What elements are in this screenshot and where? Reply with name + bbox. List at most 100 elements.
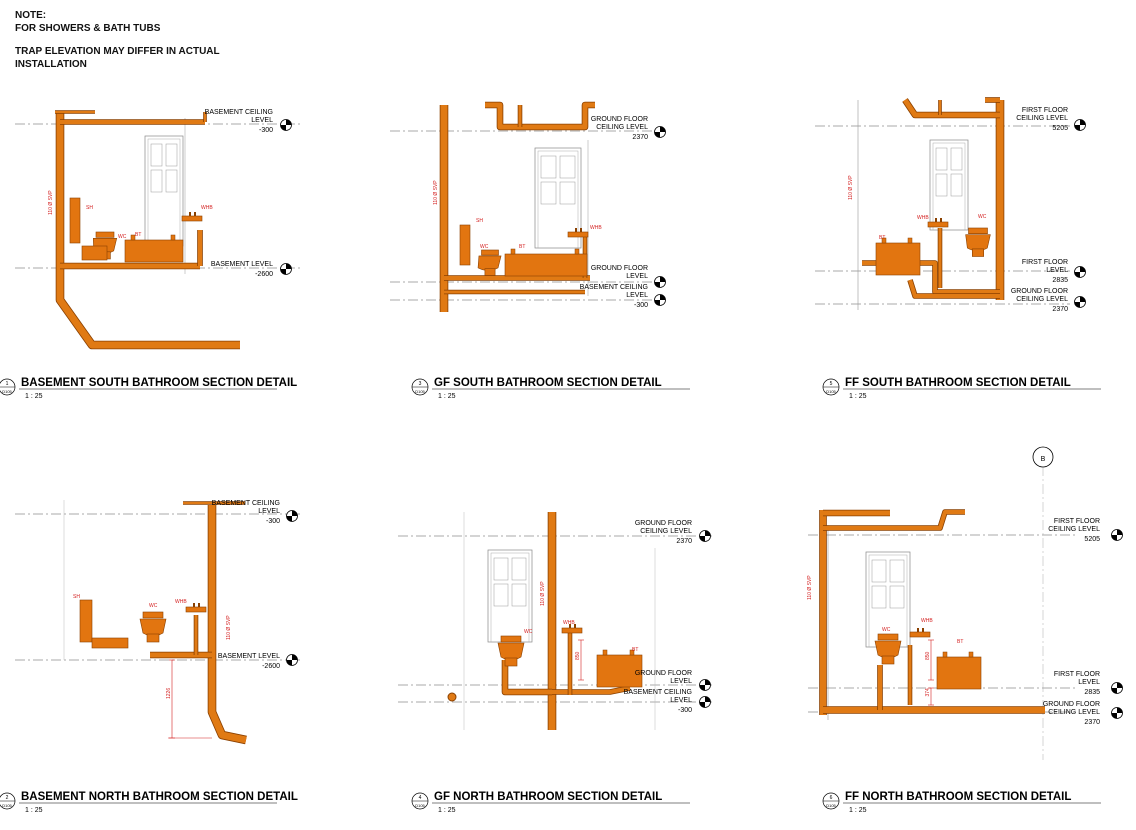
- fixture-tag: BT: [957, 639, 963, 645]
- fixture-tag: WC: [882, 627, 891, 633]
- level-name: LEVEL: [1046, 267, 1068, 274]
- bath-body: [596, 654, 643, 688]
- door-panel: [165, 169, 178, 193]
- door-panel: [871, 559, 887, 583]
- dimension-value: 850: [925, 651, 931, 660]
- bath-tap: [968, 651, 974, 658]
- shower-tray: [91, 637, 129, 649]
- ceiling-pipe: [485, 102, 595, 130]
- wash-basin: [927, 218, 949, 228]
- door-panel: [150, 143, 163, 167]
- level-value: 2835: [1052, 277, 1068, 284]
- basin-tap: [189, 212, 191, 216]
- fixture-tag: WHB: [563, 620, 575, 626]
- level-name: LEVEL: [670, 678, 692, 685]
- basin-tap: [575, 228, 577, 232]
- door: [929, 139, 969, 231]
- door-panel: [950, 173, 963, 197]
- level-name: FIRST FLOOR: [1022, 259, 1068, 266]
- level-name: LEVEL: [626, 292, 648, 299]
- door: [487, 549, 533, 643]
- basin-tap: [574, 624, 576, 628]
- level-value: -300: [634, 302, 648, 309]
- fixture-tag: SH: [73, 594, 80, 600]
- toilet: [477, 249, 502, 276]
- view-scale: 1 : 25: [849, 393, 867, 400]
- level-name: FIRST FLOOR: [1054, 671, 1100, 678]
- door: [534, 147, 582, 249]
- level-value: -300: [259, 127, 273, 134]
- view-sheet: D105: [415, 803, 425, 808]
- toilet-bowl: [497, 642, 525, 661]
- bath-tap: [170, 234, 176, 241]
- grid-label: B: [1041, 456, 1046, 463]
- bath-tap: [881, 237, 887, 244]
- level-name: CEILING LEVEL: [640, 528, 692, 535]
- basin-tap: [569, 624, 571, 628]
- level-name: BASEMENT LEVEL: [218, 653, 280, 660]
- bath-tap: [602, 649, 608, 656]
- basin-tap: [940, 218, 942, 222]
- view-sheet: D105: [2, 803, 12, 808]
- door-panel: [511, 583, 527, 607]
- door-panel: [540, 181, 557, 205]
- view-number: 6: [830, 795, 833, 801]
- toilet-base: [971, 248, 984, 257]
- view-sheet: D105: [415, 389, 425, 394]
- soil-stack: [208, 505, 247, 744]
- door-panel: [150, 169, 163, 193]
- view-title: FF SOUTH BATHROOM SECTION DETAIL: [845, 377, 1071, 389]
- bath-body: [875, 242, 921, 276]
- view-title: FF NORTH BATHROOM SECTION DETAIL: [845, 791, 1071, 803]
- basin-bowl: [909, 631, 931, 638]
- level-value: -2600: [255, 271, 273, 278]
- toilet: [965, 227, 991, 257]
- ceiling-pipe: [902, 98, 1000, 118]
- branch-pipe: [502, 660, 552, 695]
- view-sheet: D105: [826, 389, 836, 394]
- view-scale: 1 : 25: [25, 807, 43, 814]
- level-value: -300: [266, 518, 280, 525]
- door-panel: [493, 557, 509, 581]
- door-panel: [493, 583, 509, 607]
- fixture-tag: WHB: [590, 225, 602, 231]
- basin-bowl: [567, 231, 589, 238]
- bath-tub: [936, 651, 982, 690]
- fixture-tag: BT: [632, 647, 638, 653]
- view-number: 3: [419, 381, 422, 387]
- door-panel: [950, 147, 963, 171]
- view-title: GF SOUTH BATHROOM SECTION DETAIL: [434, 377, 662, 389]
- fixture-tag: 110 Ø SVP: [226, 615, 232, 640]
- bath-body: [504, 253, 588, 277]
- level-value: 2370: [1084, 719, 1100, 726]
- toilet-bowl: [874, 640, 902, 659]
- basin-tap: [193, 603, 195, 607]
- basin-bowl: [561, 627, 583, 634]
- level-name: LEVEL: [1078, 679, 1100, 686]
- level-name: LEVEL: [670, 697, 692, 704]
- level-name: GROUND FLOOR: [591, 116, 648, 123]
- view-number: 4: [419, 795, 422, 801]
- door-panel: [511, 557, 527, 581]
- level-name: CEILING LEVEL: [596, 124, 648, 131]
- fixture-tag: WHB: [921, 618, 933, 624]
- level-value: 2370: [1052, 306, 1068, 313]
- note-line: INSTALLATION: [15, 59, 87, 70]
- view-sheet: D105: [2, 389, 12, 394]
- bath-tap: [510, 248, 516, 255]
- view-number: 2: [6, 795, 9, 801]
- basin-tap: [198, 603, 200, 607]
- basin-tap: [580, 228, 582, 232]
- level-value: 5205: [1084, 536, 1100, 543]
- level-name: LEVEL: [258, 508, 280, 515]
- toilet-bowl: [965, 234, 991, 252]
- level-name: CEILING LEVEL: [1048, 709, 1100, 716]
- toilet: [874, 633, 902, 665]
- grid-marker: [1032, 446, 1054, 468]
- view-scale: 1 : 25: [25, 393, 43, 400]
